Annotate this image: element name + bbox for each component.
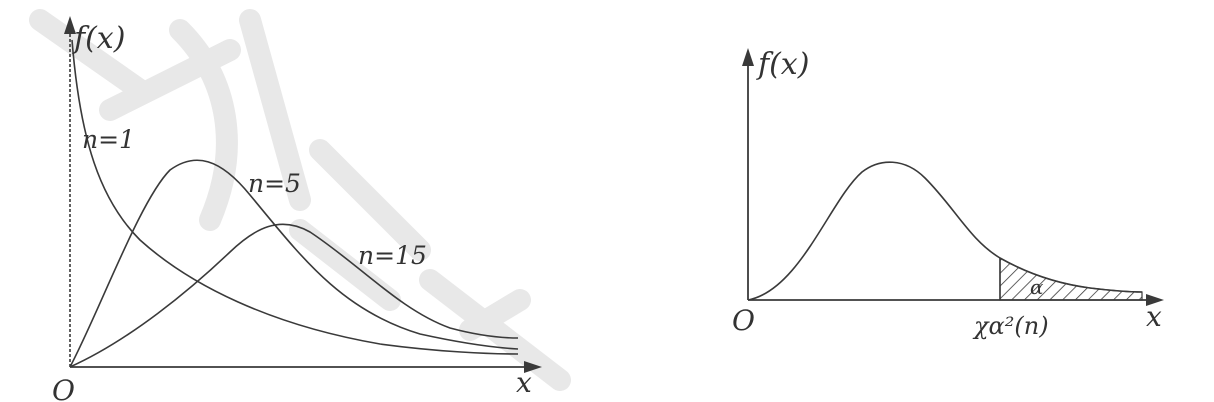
label-n1: n=1	[82, 125, 135, 154]
label-n15: n=15	[358, 241, 427, 270]
alpha-label: α	[1030, 275, 1044, 299]
tail-area-alpha	[999, 256, 1143, 301]
curve-n5	[69, 159, 519, 368]
quantile-label: χα²(n)	[972, 312, 1049, 340]
curve-n1	[71, 39, 519, 355]
right-origin-label: O	[732, 304, 755, 337]
left-chi-square-family-plot: f(x) x O n=1 n=5 n=15	[52, 16, 542, 402]
left-y-axis-arrow	[64, 16, 76, 34]
right-x-axis-label: x	[1146, 300, 1162, 333]
density-curve	[747, 161, 1143, 301]
right-y-axis-label: f(x)	[756, 47, 809, 82]
left-x-axis-arrow	[524, 361, 542, 373]
watermark	[29, 9, 571, 391]
label-n5: n=5	[248, 169, 301, 198]
right-x-axis-arrow	[1146, 294, 1164, 306]
right-y-axis-arrow	[742, 48, 754, 66]
left-y-axis-label: f(x)	[72, 21, 125, 56]
left-x-axis-label: x	[516, 366, 532, 399]
curve-n15	[69, 223, 519, 368]
left-origin-label: O	[52, 374, 75, 402]
right-chi-square-quantile-plot: f(x) x O χα²(n) α	[732, 47, 1164, 340]
